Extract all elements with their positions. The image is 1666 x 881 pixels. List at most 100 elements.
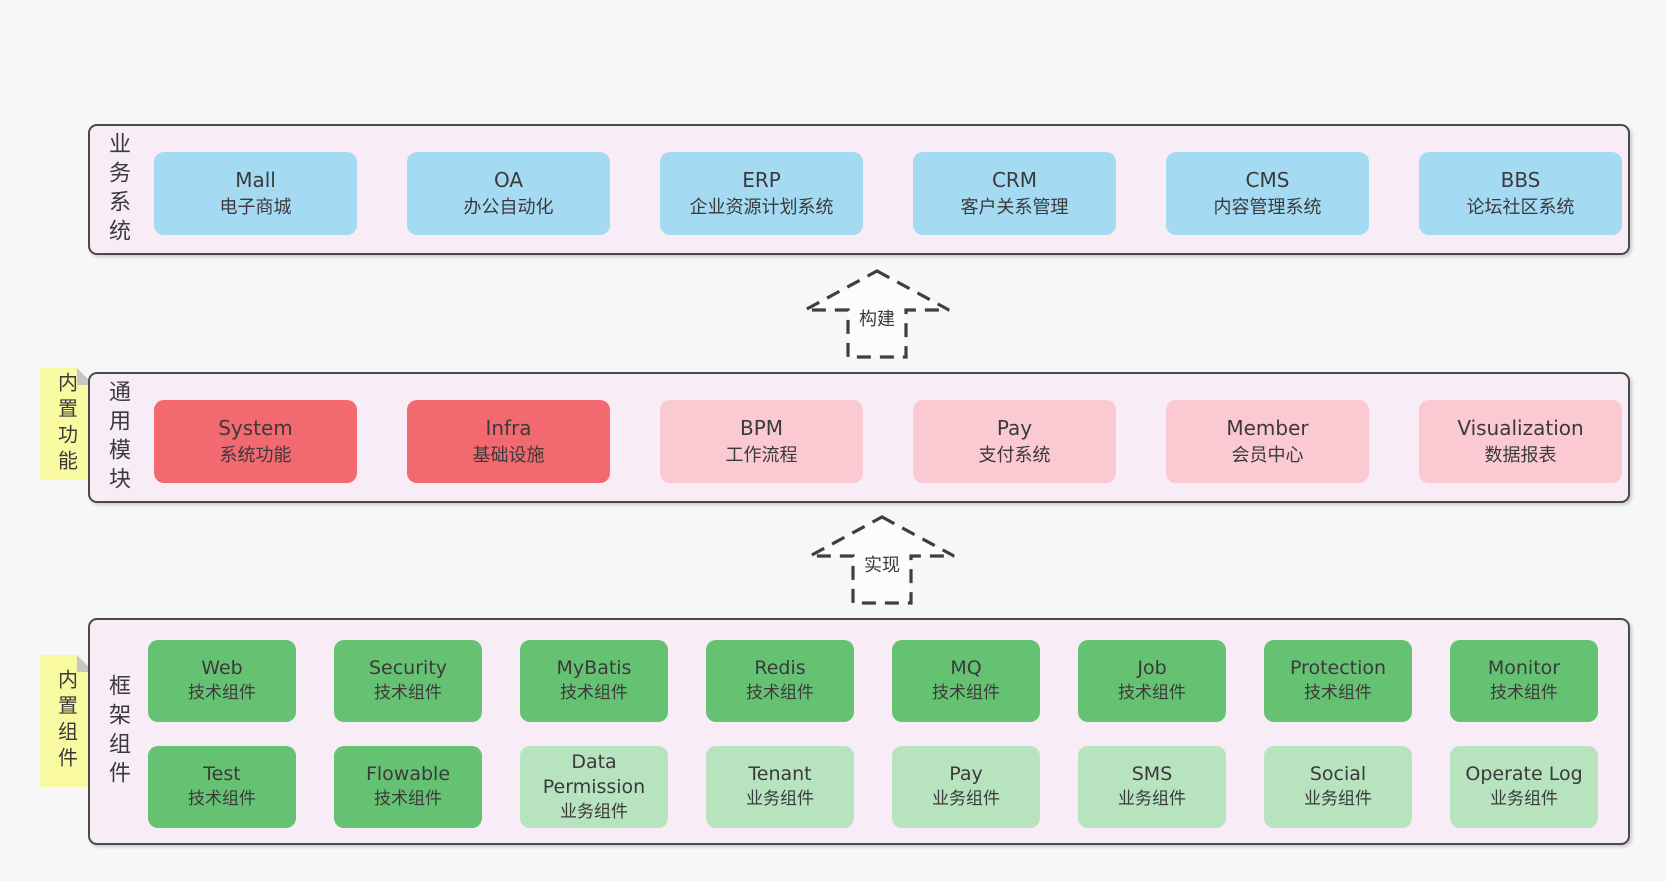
box-social: Social 业务组件 (1264, 746, 1412, 828)
box-subtitle: 技术组件 (746, 683, 814, 703)
framework-components-layer: 框架组件 Web 技术组件 Security 技术组件 MyBatis 技术组件… (88, 618, 1630, 845)
box-title: Member (1226, 415, 1309, 440)
box-title: MyBatis (556, 657, 632, 679)
box-subtitle: 系统功能 (219, 444, 292, 466)
box-operate-log: Operate Log 业务组件 (1450, 746, 1598, 828)
box-subtitle: 办公自动化 (463, 196, 554, 218)
box-title: Web (201, 657, 243, 679)
business-systems-boxes: Mall 电子商城 OA 办公自动化 ERP 企业资源计划系统 CRM 客户关系… (154, 152, 1622, 235)
box-job: Job 技术组件 (1078, 640, 1226, 722)
builtin-features-note-label: 内置功能 (54, 372, 79, 476)
common-modules-layer: 通用模块 System 系统功能 Infra 基础设施 BPM 工作流程 Pay… (88, 372, 1630, 503)
box-title: Monitor (1487, 657, 1561, 679)
box-subtitle: 技术组件 (1118, 683, 1186, 703)
box-flowable: Flowable 技术组件 (334, 746, 482, 828)
implement-arrow: 实现 (807, 514, 957, 606)
box-title: MQ (950, 657, 982, 679)
box-title: System (218, 415, 293, 440)
box-title: Flowable (365, 763, 451, 785)
box-subtitle: 工作流程 (725, 444, 798, 466)
box-subtitle: 内容管理系统 (1213, 196, 1322, 218)
box-title: Infra (485, 415, 532, 440)
common-modules-label: 通用模块 (105, 379, 130, 496)
box-subtitle: 技术组件 (374, 789, 442, 809)
box-subtitle: 技术组件 (560, 683, 628, 703)
box-title: Pay (949, 763, 983, 785)
box-subtitle: 业务组件 (1118, 789, 1186, 809)
box-protection: Protection 技术组件 (1264, 640, 1412, 722)
box-subtitle: 业务组件 (1490, 789, 1558, 809)
box-subtitle: 技术组件 (188, 789, 256, 809)
build-arrow: 构建 (802, 268, 952, 360)
box-title: CRM (991, 167, 1038, 192)
tech-components-row: Web 技术组件 Security 技术组件 MyBatis 技术组件 Redi… (148, 640, 1598, 722)
framework-components-grid: Web 技术组件 Security 技术组件 MyBatis 技术组件 Redi… (148, 640, 1598, 828)
box-subtitle: 支付系统 (978, 444, 1051, 466)
box-subtitle: 会员中心 (1231, 444, 1304, 466)
box-subtitle: 业务组件 (746, 789, 814, 809)
implement-arrow-label: 实现 (860, 550, 904, 578)
box-mq: MQ 技术组件 (892, 640, 1040, 722)
box-subtitle: 业务组件 (1304, 789, 1372, 809)
box-title: BPM (739, 415, 784, 440)
box-title: SMS (1131, 763, 1173, 785)
box-bbs: BBS 论坛社区系统 (1419, 152, 1622, 235)
box-subtitle: 业务组件 (932, 789, 1000, 809)
framework-components-label: 框架组件 (105, 673, 130, 790)
box-infra: Infra 基础设施 (407, 400, 610, 483)
box-subtitle: 企业资源计划系统 (689, 196, 834, 218)
box-cms: CMS 内容管理系统 (1166, 152, 1369, 235)
box-crm: CRM 客户关系管理 (913, 152, 1116, 235)
box-mybatis: MyBatis 技术组件 (520, 640, 668, 722)
builtin-components-note-label: 内置组件 (54, 669, 79, 773)
box-security: Security 技术组件 (334, 640, 482, 722)
box-title: Redis (754, 657, 806, 679)
box-title: Pay (996, 415, 1033, 440)
box-sms: SMS 业务组件 (1078, 746, 1226, 828)
box-subtitle: 客户关系管理 (960, 196, 1069, 218)
box-title: Visualization (1457, 415, 1584, 440)
box-pay-component: Pay 业务组件 (892, 746, 1040, 828)
box-subtitle: 电子商城 (219, 196, 292, 218)
box-title: Mall (235, 167, 276, 192)
box-bpm: BPM 工作流程 (660, 400, 863, 483)
box-title: ERP (742, 167, 781, 192)
box-monitor: Monitor 技术组件 (1450, 640, 1598, 722)
box-erp: ERP 企业资源计划系统 (660, 152, 863, 235)
box-subtitle: 技术组件 (1490, 683, 1558, 703)
box-test: Test 技术组件 (148, 746, 296, 828)
box-subtitle: 数据报表 (1484, 444, 1557, 466)
business-systems-label: 业务系统 (105, 131, 130, 248)
box-title: Job (1137, 657, 1167, 679)
box-title: Operate Log (1465, 763, 1583, 785)
box-tenant: Tenant 业务组件 (706, 746, 854, 828)
box-visualization: Visualization 数据报表 (1419, 400, 1622, 483)
box-subtitle: 技术组件 (188, 683, 256, 703)
box-mall: Mall 电子商城 (154, 152, 357, 235)
build-arrow-label: 构建 (855, 304, 899, 332)
box-subtitle: 技术组件 (374, 683, 442, 703)
biz-components-row: Test 技术组件 Flowable 技术组件 Data Permission … (148, 746, 1598, 828)
box-title: OA (493, 167, 524, 192)
box-pay: Pay 支付系统 (913, 400, 1116, 483)
box-member: Member 会员中心 (1166, 400, 1369, 483)
business-systems-layer: 业务系统 Mall 电子商城 OA 办公自动化 ERP 企业资源计划系统 CRM… (88, 124, 1630, 255)
box-data-permission: Data Permission 业务组件 (520, 746, 668, 828)
box-title: Tenant (748, 763, 812, 785)
box-title: BBS (1500, 167, 1541, 192)
box-title: Test (203, 763, 241, 785)
box-title: Security (368, 657, 448, 679)
common-modules-boxes: System 系统功能 Infra 基础设施 BPM 工作流程 Pay 支付系统… (154, 400, 1622, 483)
box-subtitle: 论坛社区系统 (1466, 196, 1575, 218)
builtin-features-note: 内置功能 (40, 368, 94, 480)
box-title: Data Permission (542, 750, 646, 798)
box-subtitle: 技术组件 (932, 683, 1000, 703)
box-title: Social (1309, 763, 1367, 785)
box-title: CMS (1245, 167, 1290, 192)
builtin-components-note: 内置组件 (40, 655, 94, 787)
box-title: Protection (1289, 657, 1387, 679)
box-subtitle: 基础设施 (472, 444, 545, 466)
box-oa: OA 办公自动化 (407, 152, 610, 235)
box-system: System 系统功能 (154, 400, 357, 483)
box-subtitle: 业务组件 (560, 801, 628, 822)
